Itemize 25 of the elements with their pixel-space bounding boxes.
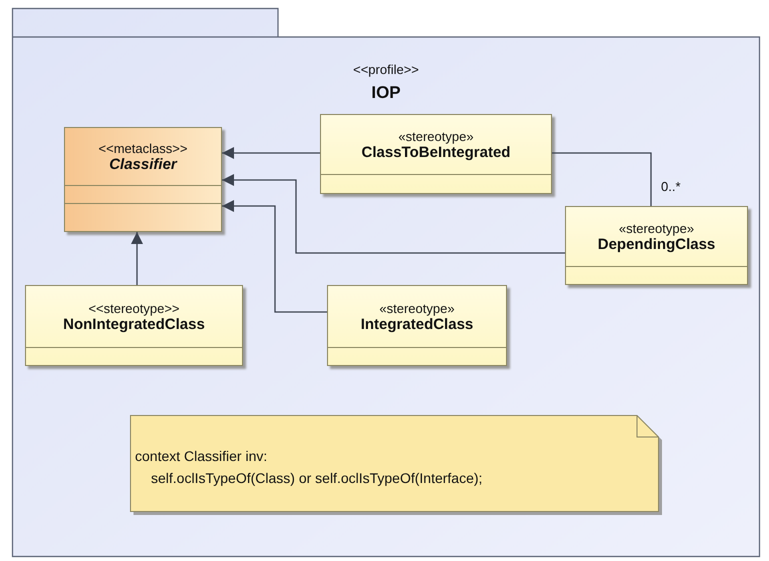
stereotype-label: <<stereotype>> — [88, 301, 180, 316]
stereotype-box — [565, 206, 748, 285]
stereotype-label: <<metaclass>> — [98, 141, 188, 156]
class-name: DependingClass — [598, 236, 716, 253]
stereotype-label: «stereotype» — [379, 301, 455, 316]
constraint-text: context Classifier inv: — [135, 448, 268, 464]
stereotype-label: «stereotype» — [618, 221, 694, 236]
class-name: ClassToBeIntegrated — [362, 144, 510, 161]
stereotype-box — [327, 285, 507, 366]
extension-arrow — [222, 200, 327, 313]
multiplicity-label: 0..* — [660, 179, 682, 194]
association-line — [552, 152, 652, 206]
extension-arrow — [131, 232, 143, 285]
metaclass-box — [64, 127, 222, 232]
stereotype-label: <<profile>> — [353, 62, 419, 77]
class-name: NonIntegratedClass — [63, 316, 205, 333]
class-name: IntegratedClass — [360, 316, 474, 333]
stereotype-box — [25, 285, 243, 366]
stereotype-label: «stereotype» — [398, 129, 474, 144]
extension-arrow — [222, 147, 320, 159]
package-name: IOP — [371, 83, 401, 103]
constraint-text: self.oclIsTypeOf(Class) or self.oclIsTypeOf(Interface); — [151, 470, 482, 486]
class-name: Classifier — [109, 156, 177, 173]
stereotype-box — [320, 114, 552, 194]
extension-arrow — [222, 174, 565, 254]
